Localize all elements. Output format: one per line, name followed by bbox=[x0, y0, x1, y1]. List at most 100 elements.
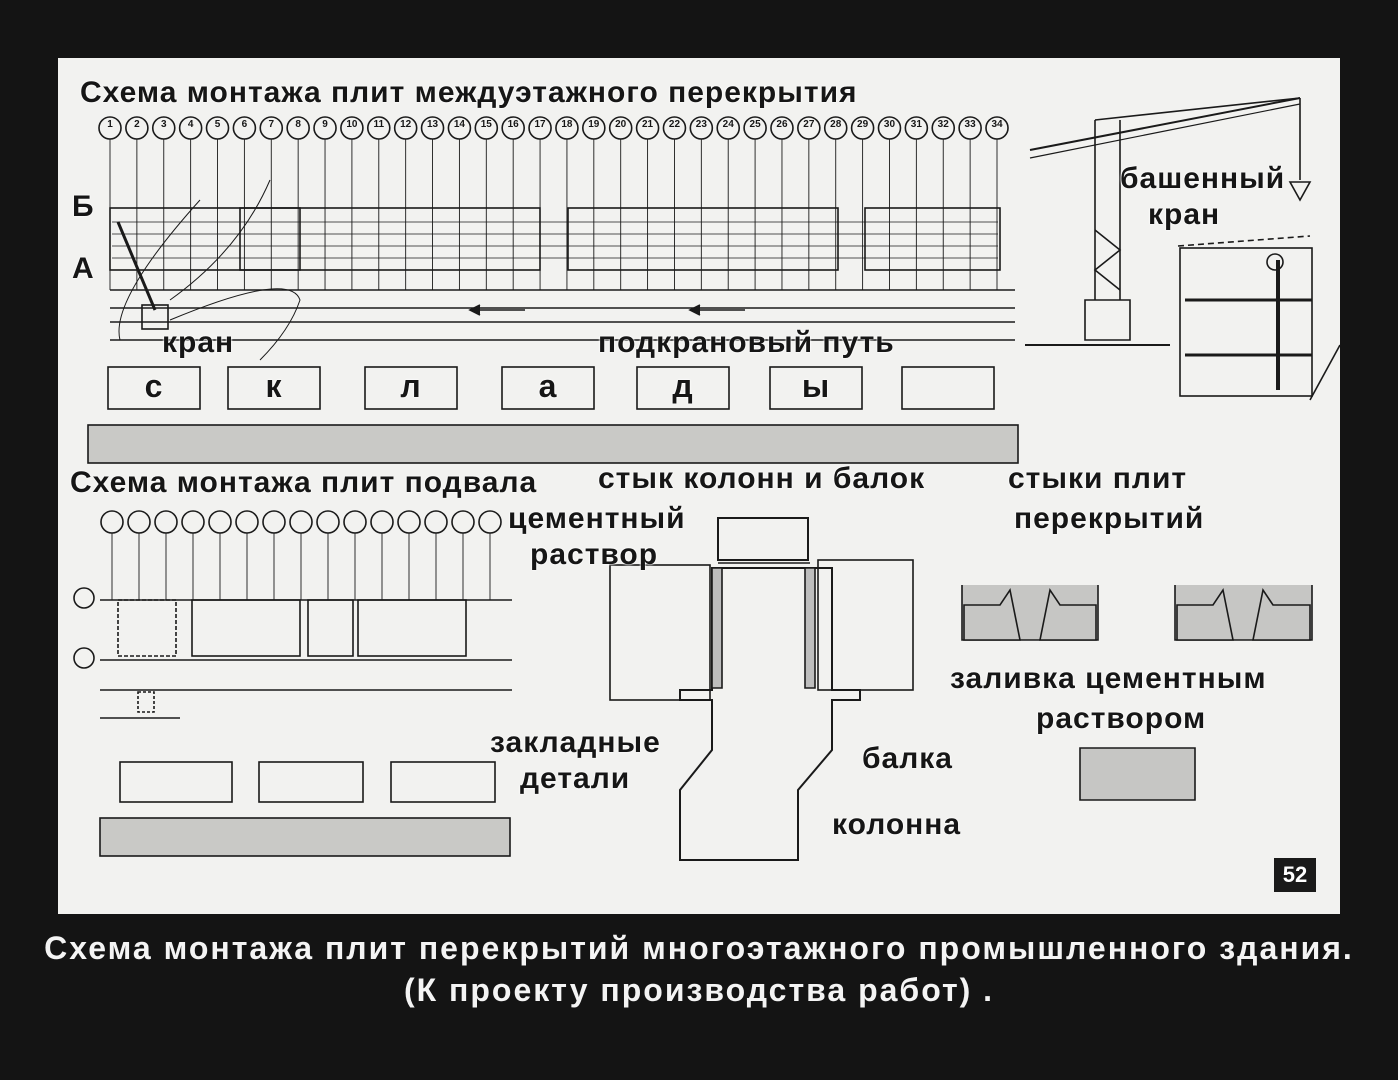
road-strip bbox=[87, 424, 1019, 464]
slab-joint-title-1: стыки плит bbox=[1008, 462, 1188, 495]
warehouse-letter: а bbox=[538, 368, 558, 404]
warehouse-box bbox=[769, 366, 863, 410]
axis-number: 31 bbox=[910, 119, 922, 130]
basement-axis-circle bbox=[478, 510, 502, 534]
row-letter-a: А bbox=[72, 252, 95, 285]
basement-slab-group bbox=[307, 599, 354, 657]
axis-number: 30 bbox=[883, 119, 896, 130]
basement-axis-circle bbox=[181, 510, 205, 534]
cement-mortar-label-2: раствор bbox=[530, 538, 659, 571]
basement-plan-title: Схема монтажа плит подвала bbox=[70, 466, 538, 499]
building-block-3 bbox=[567, 207, 839, 271]
basement-slab-group bbox=[357, 599, 467, 657]
axis-number: 13 bbox=[426, 119, 439, 130]
building-block-1 bbox=[109, 207, 301, 271]
axis-number: 3 bbox=[160, 119, 167, 130]
basement-axis-circle bbox=[262, 510, 286, 534]
column-label: колонна bbox=[832, 808, 962, 841]
axis-number: 9 bbox=[322, 119, 328, 130]
basement-warehouse bbox=[119, 761, 233, 803]
embedded-parts-label-2: детали bbox=[520, 762, 631, 795]
warehouse-box bbox=[901, 366, 995, 410]
axis-number: 16 bbox=[507, 119, 519, 130]
slab-lines bbox=[112, 221, 998, 259]
axis-number: 11 bbox=[373, 119, 385, 130]
basement-axis-circle bbox=[424, 510, 448, 534]
basement-axis-circle bbox=[127, 510, 151, 534]
axis-number: 23 bbox=[695, 119, 707, 130]
axis-number: 7 bbox=[268, 119, 275, 130]
building-block-2 bbox=[239, 207, 541, 271]
axis-number: 17 bbox=[534, 119, 546, 130]
axis-number: 21 bbox=[642, 119, 654, 130]
warehouse-letter: л bbox=[400, 368, 422, 404]
basement-warehouse bbox=[390, 761, 496, 803]
axis-number: 26 bbox=[776, 119, 788, 130]
crane-label: кран bbox=[162, 326, 235, 359]
crane-base bbox=[141, 304, 169, 330]
warehouse-row bbox=[107, 366, 995, 410]
cement-mortar-label-1: цементный bbox=[508, 502, 686, 535]
warehouse-box bbox=[107, 366, 201, 410]
tower-crane-illustration bbox=[1025, 97, 1341, 401]
basement-axis-circle bbox=[100, 510, 124, 534]
axis-number: 14 bbox=[453, 119, 465, 130]
warehouse-box bbox=[227, 366, 321, 410]
basement-axis-circle bbox=[235, 510, 259, 534]
warehouse-letter: к bbox=[265, 368, 283, 404]
axis-number: 19 bbox=[588, 119, 600, 130]
warehouse-letter: ы bbox=[801, 368, 831, 404]
axis-number: 34 bbox=[991, 119, 1003, 130]
tower-crane-label-2: кран bbox=[1148, 198, 1221, 231]
slab-joint-title-2: перекрытий bbox=[1014, 502, 1205, 535]
grouting-label-2: раствором bbox=[1036, 702, 1207, 735]
left-beam bbox=[609, 564, 711, 701]
column-beam-joint-drawing bbox=[609, 517, 914, 861]
axis-number: 10 bbox=[346, 119, 358, 130]
embedded-parts-label-1: закладные bbox=[490, 726, 661, 759]
slab-joint-drawing bbox=[961, 585, 1313, 801]
axis-number: 15 bbox=[480, 119, 492, 130]
axis-number: 5 bbox=[214, 119, 221, 130]
warehouse-box bbox=[636, 366, 730, 410]
beam-label: балка bbox=[862, 742, 953, 775]
basement-road-strip bbox=[99, 817, 511, 857]
basement-axis-circle bbox=[289, 510, 313, 534]
basement-warehouse bbox=[258, 761, 364, 803]
axis-number: 6 bbox=[241, 119, 248, 130]
basement-axis-markers bbox=[100, 510, 502, 600]
axis-number: 27 bbox=[803, 119, 815, 130]
basement-axis-circle bbox=[208, 510, 232, 534]
caption-line-1: Схема монтажа плит перекрытий многоэтажн… bbox=[44, 930, 1354, 966]
axis-number: 2 bbox=[134, 119, 140, 130]
crane-boom bbox=[116, 221, 157, 311]
basement-axis-circle bbox=[397, 510, 421, 534]
building-block-4 bbox=[864, 207, 1001, 271]
right-beam bbox=[817, 559, 914, 691]
axis-number: 32 bbox=[937, 119, 949, 130]
warehouse-box bbox=[501, 366, 595, 410]
axis-number: 25 bbox=[749, 119, 761, 130]
row-letter-b: Б bbox=[72, 190, 95, 223]
basement-axis-circle bbox=[370, 510, 394, 534]
axis-number: 18 bbox=[561, 119, 573, 130]
axis-number: 22 bbox=[668, 119, 681, 130]
grouting-label: заливка цементным bbox=[950, 662, 1267, 695]
axis-number: 29 bbox=[857, 119, 869, 130]
warehouse-box bbox=[364, 366, 458, 410]
warehouse-letter: с bbox=[144, 368, 164, 404]
column-joint-title: стык колонн и балок bbox=[598, 462, 926, 495]
basement-axis-circle bbox=[316, 510, 340, 534]
axis-number: 33 bbox=[964, 119, 976, 130]
warehouse-letter: д bbox=[672, 368, 694, 404]
axis-number: 1 bbox=[107, 119, 113, 130]
axis-number: 24 bbox=[722, 119, 734, 130]
basement-axis-circle bbox=[343, 510, 367, 534]
basement-slab-group bbox=[191, 599, 301, 657]
basement-axis-circle bbox=[451, 510, 475, 534]
page-number: 52 bbox=[1274, 858, 1316, 892]
caption-line-2: (К проекту производства работ) . bbox=[403, 972, 995, 1008]
axis-markers bbox=[98, 116, 1009, 290]
